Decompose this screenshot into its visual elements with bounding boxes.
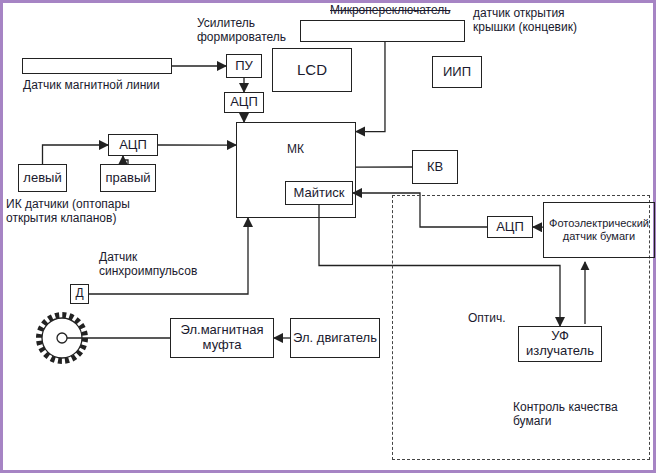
block-heading: Усилитель формирователь bbox=[197, 17, 297, 45]
block-label: Майтиск bbox=[294, 186, 345, 201]
block-box: Датчик синхроимпульсовД bbox=[70, 284, 89, 304]
block-box: ИИП bbox=[432, 56, 482, 88]
block-box: левый bbox=[18, 164, 67, 192]
block-label: ПУ bbox=[235, 59, 253, 74]
block-box: МК Майтиск bbox=[236, 122, 356, 218]
block-label: Эл.магнитная муфта bbox=[171, 323, 273, 353]
block-heading: МК bbox=[237, 143, 354, 157]
block-label: УФ излучатель bbox=[519, 329, 601, 359]
signal-line bbox=[356, 42, 385, 132]
signal-line bbox=[319, 205, 560, 326]
block-box: КВ bbox=[412, 150, 458, 184]
region-frame: Контроль качества бумагиАЦПФотоэлектриче… bbox=[392, 195, 650, 460]
gear-hub bbox=[57, 333, 67, 343]
drive-shaft bbox=[67, 337, 170, 338]
signal-line bbox=[353, 193, 487, 227]
note-label: ИК датчики (оптопары открытия клапанов) bbox=[6, 198, 156, 226]
signal-line bbox=[356, 166, 412, 167]
block-box: Усилитель формировательПУ bbox=[226, 54, 262, 78]
block-box: АЦП bbox=[108, 134, 158, 156]
struck-note: Микропереключатель bbox=[330, 4, 470, 18]
signal-line bbox=[274, 337, 290, 338]
block-box: АЦП bbox=[224, 92, 264, 113]
block-label: Фотоэлектрический датчик бумаги bbox=[544, 217, 654, 242]
block-box: УФ излучатель bbox=[518, 326, 602, 362]
block-label: АЦП bbox=[119, 138, 147, 153]
signal-line bbox=[158, 144, 236, 145]
block-heading: датчик открытия крышки (концевик) bbox=[473, 7, 593, 35]
block-heading: Контроль качества бумаги bbox=[513, 401, 638, 429]
block-label: КВ bbox=[427, 160, 443, 175]
signal-line bbox=[243, 113, 244, 122]
signal-line bbox=[123, 156, 128, 164]
block-box: АЦП bbox=[487, 216, 533, 238]
block-box: Эл.магнитная муфта bbox=[170, 318, 274, 358]
note-label: Оптич. bbox=[468, 312, 514, 326]
block-box: Майтиск bbox=[285, 181, 353, 205]
block-heading: Датчик синхроимпульсов bbox=[99, 251, 209, 279]
signal-line bbox=[89, 218, 248, 294]
block-box: Эл. двигатель bbox=[290, 318, 380, 358]
block-box: Датчик магнитной линии bbox=[22, 58, 172, 74]
block-label: Д bbox=[75, 287, 83, 301]
block-label: левый bbox=[23, 171, 61, 186]
signal-line bbox=[172, 65, 226, 66]
light-arrow bbox=[584, 262, 585, 324]
block-label: Эл. двигатель bbox=[293, 331, 377, 346]
block-label: правый bbox=[105, 171, 150, 186]
signal-line bbox=[43, 145, 109, 164]
block-label: LCD bbox=[297, 61, 327, 78]
block-label: АЦП bbox=[496, 220, 524, 235]
signal-line bbox=[533, 226, 543, 227]
signal-line bbox=[243, 78, 244, 92]
block-box: LCD bbox=[272, 48, 352, 92]
block-box: правый bbox=[100, 164, 156, 192]
block-label: АЦП bbox=[230, 95, 258, 110]
block-label: ИИП bbox=[443, 65, 471, 80]
block-box: Фотоэлектрический датчик бумаги bbox=[543, 202, 655, 258]
block-heading: Датчик магнитной линии bbox=[23, 79, 193, 93]
block-box: датчик открытия крышки (концевик) bbox=[300, 20, 465, 42]
